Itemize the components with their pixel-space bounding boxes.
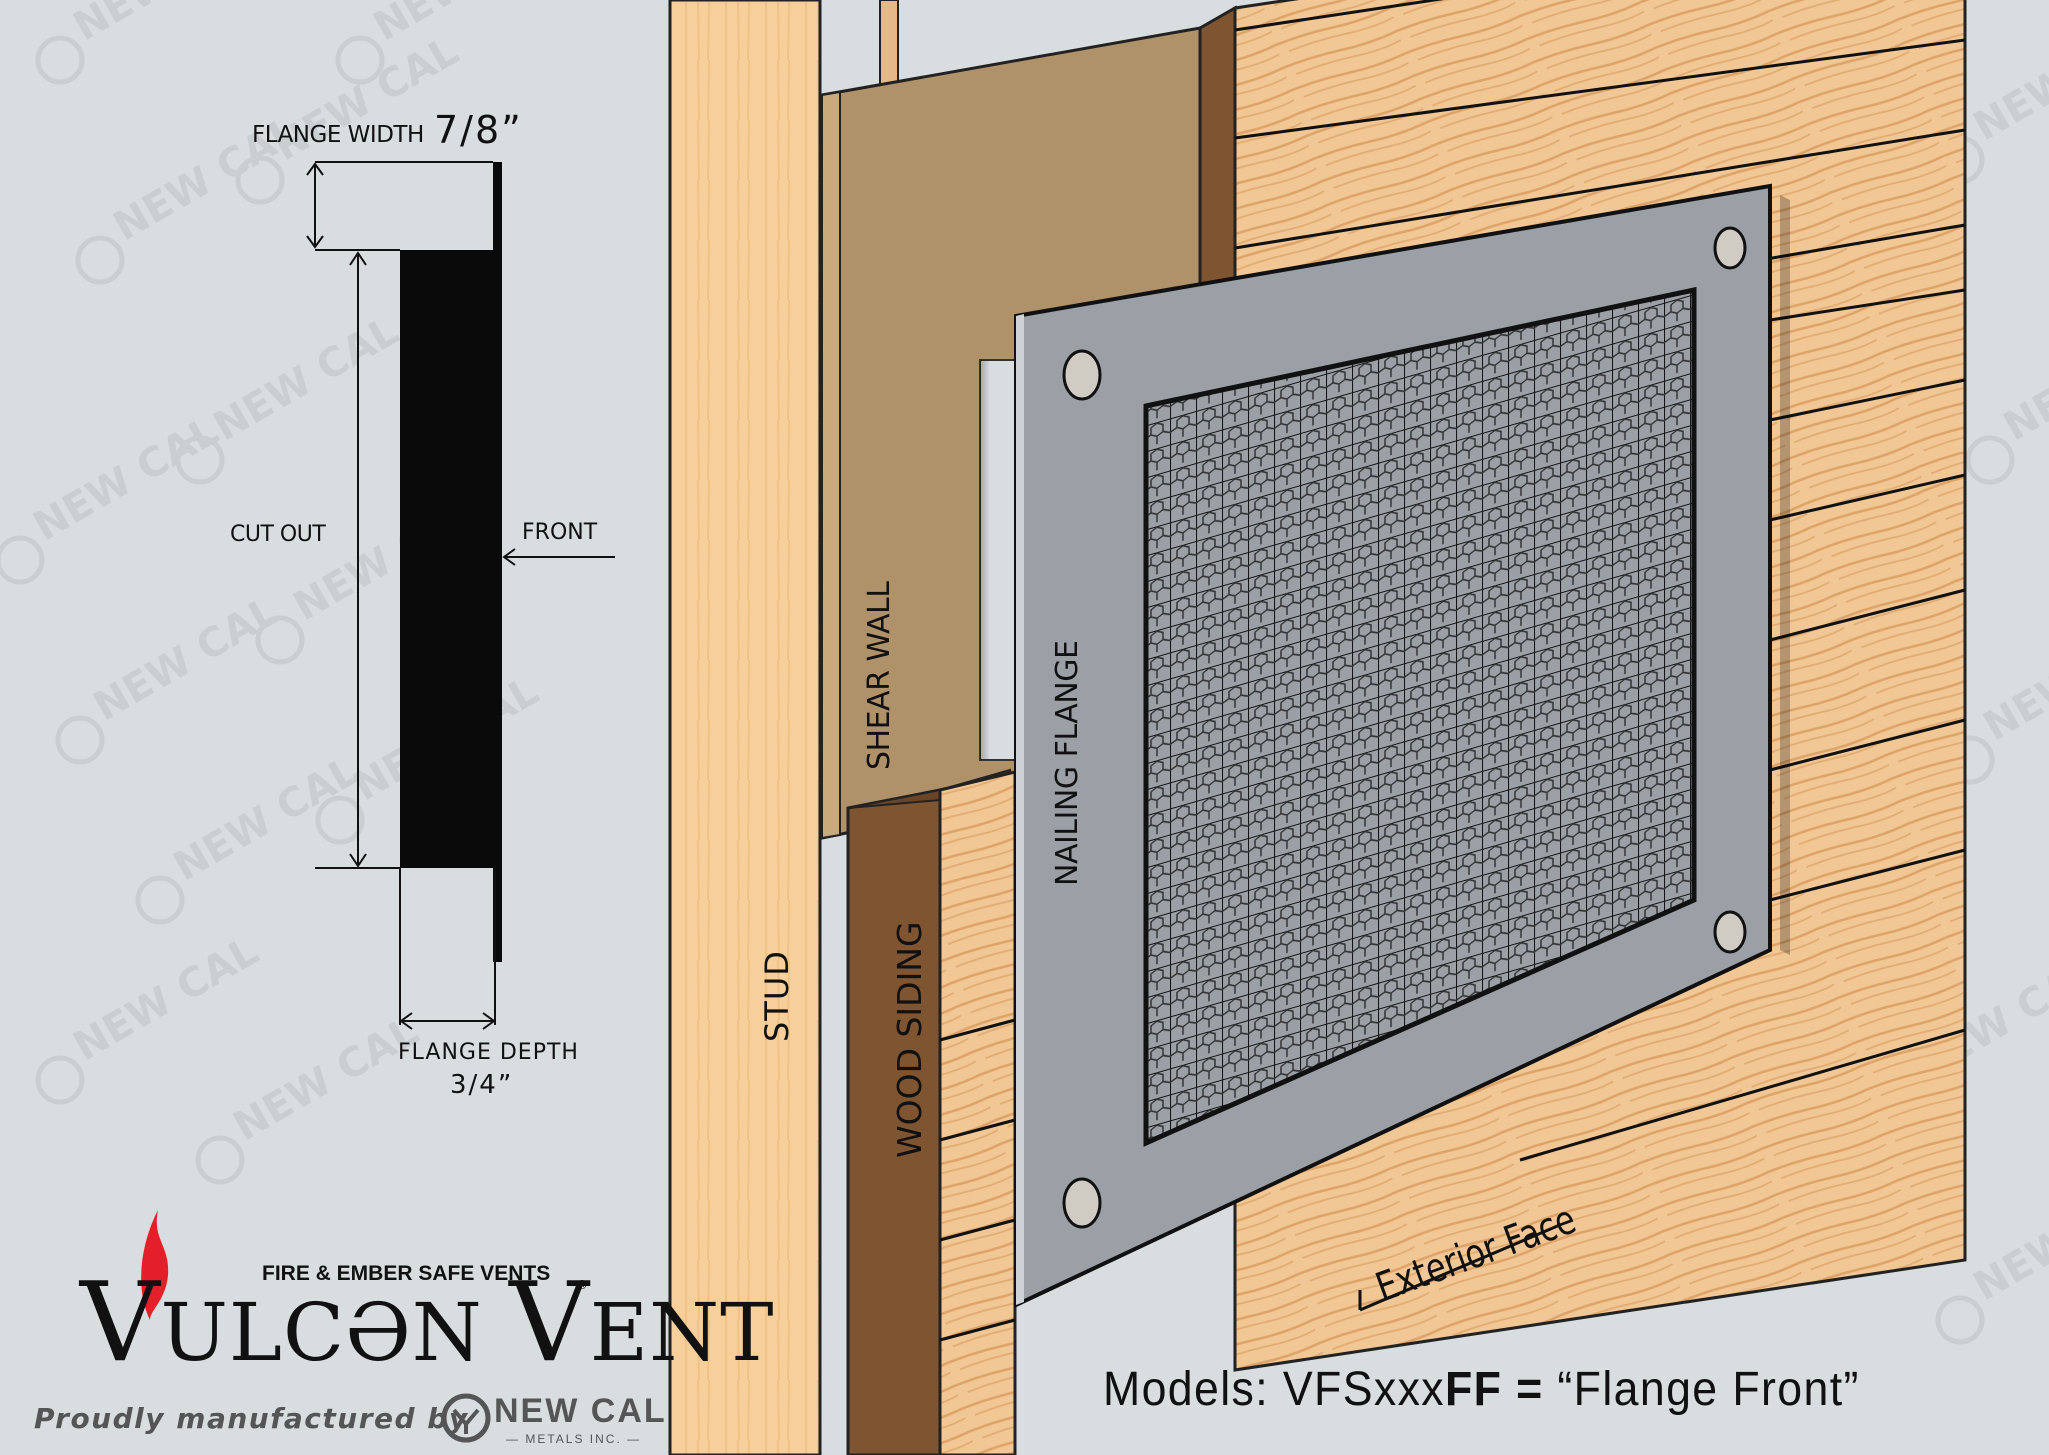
models-equals: = (1502, 1363, 1558, 1416)
screw-heads (1062, 226, 1747, 1229)
registered-mark: ® (576, 1278, 588, 1292)
brand-word-ent: ENT (589, 1286, 775, 1379)
manufacturer-intro: Proudly manufactured by (34, 1402, 469, 1435)
cross-section-drawing (306, 161, 615, 1030)
brand-word-ulcan: ULCƏN (160, 1286, 510, 1379)
wood-siding-label: WOOD SIDING (890, 921, 929, 1158)
brand-initial-v2: V (509, 1258, 590, 1386)
cutout-label: CUT OUT (230, 522, 326, 547)
flange-width-value: 7/8” (434, 108, 523, 152)
ember-mesh-screen (1143, 286, 1697, 1147)
flame-icon (141, 1210, 169, 1320)
stud (668, 0, 822, 1455)
models-description: “Flange Front” (1557, 1363, 1860, 1416)
manufacturer-sub: — METALS INC. — (506, 1432, 642, 1446)
flange-width-label: FLANGE WIDTH (252, 122, 424, 148)
brand-logo-text: VULCƏN VENT (80, 1258, 774, 1386)
models-caption: Models: VFSxxxFF = “Flange Front” (1103, 1362, 1860, 1417)
models-suffix: FF (1445, 1363, 1503, 1416)
flange-depth-value: 3/4” (450, 1070, 514, 1100)
brand-tagline: FIRE & EMBER SAFE VENTS (262, 1262, 551, 1285)
models-prefix: Models: VFSxxx (1103, 1363, 1446, 1416)
flange-depth-label: FLANGE DEPTH (398, 1040, 579, 1065)
manufacturer-name: NEW CAL (494, 1392, 667, 1430)
shear-wall-label: SHEAR WALL (862, 581, 897, 770)
siding-board-lines (939, 0, 1966, 1342)
new-cal-logo-icon (441, 1393, 491, 1443)
brand-initial-v: V (80, 1258, 161, 1386)
nailing-flange-label: NAILING FLANGE (1050, 640, 1085, 886)
front-label: FRONT (522, 520, 598, 545)
stud-label: STUD (758, 950, 796, 1042)
